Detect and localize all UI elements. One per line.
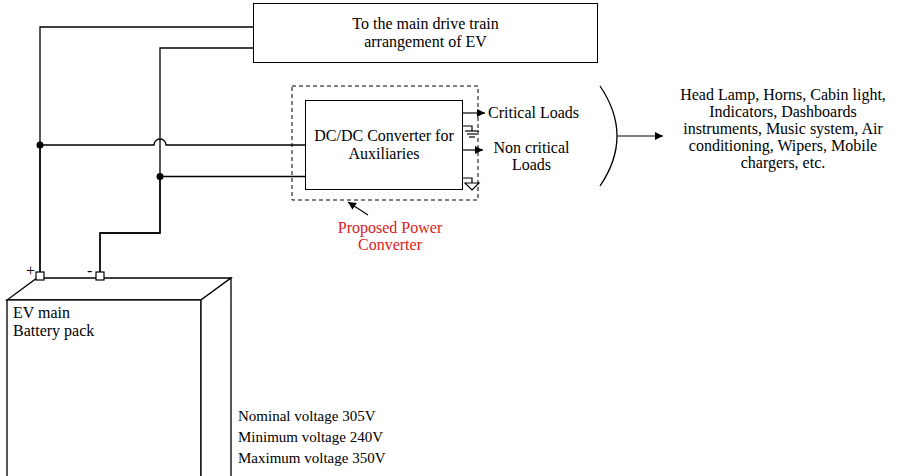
drive-train-box: To the main drive train arrangement of E… xyxy=(253,3,598,63)
battery-pack: EV main Battery pack xyxy=(5,258,235,476)
battery-side-face xyxy=(201,278,231,476)
load-list: Head Lamp, Horns, Cabin light, Indicator… xyxy=(668,86,898,171)
voltage-rating: Minimum voltage 240V xyxy=(238,429,408,446)
power-wire xyxy=(100,48,253,272)
output-arrow xyxy=(463,112,485,113)
battery-label: EV main Battery pack xyxy=(13,304,108,340)
load-label: Non critical Loads xyxy=(484,139,579,173)
load-label: Critical Loads xyxy=(488,104,588,121)
negative-terminal xyxy=(96,272,104,280)
voltage-rating: Nominal voltage 305V xyxy=(238,408,408,425)
battery-front-face xyxy=(7,300,201,476)
converter-box: DC/DC Converter for Auxiliaries xyxy=(305,100,463,190)
output-arrow xyxy=(463,149,483,150)
power-wire xyxy=(40,139,305,272)
callout-arrow xyxy=(348,202,368,215)
ground-symbol xyxy=(463,126,479,137)
power-wire xyxy=(40,27,253,272)
terminal-sign: + xyxy=(26,262,36,279)
battery-top-face xyxy=(7,278,231,300)
junction-dot xyxy=(37,142,44,149)
callout-label: Proposed Power Converter xyxy=(330,219,450,253)
box-label: DC/DC Converter for Auxiliaries xyxy=(310,127,458,163)
dashed-enclosure xyxy=(292,86,478,200)
terminal-sign: - xyxy=(87,262,97,279)
text-holder: EV main Battery pack xyxy=(13,304,108,340)
voltage-rating: Maximum voltage 350V xyxy=(238,450,408,467)
junction-dot xyxy=(157,173,164,180)
bracket xyxy=(600,86,617,186)
power-wire xyxy=(100,177,305,273)
bracket-arrow xyxy=(617,135,663,136)
box-label: To the main drive train arrangement of E… xyxy=(324,15,527,51)
battery-outline xyxy=(5,258,235,476)
chassis-ground-symbol xyxy=(463,178,479,190)
positive-terminal xyxy=(36,272,44,280)
